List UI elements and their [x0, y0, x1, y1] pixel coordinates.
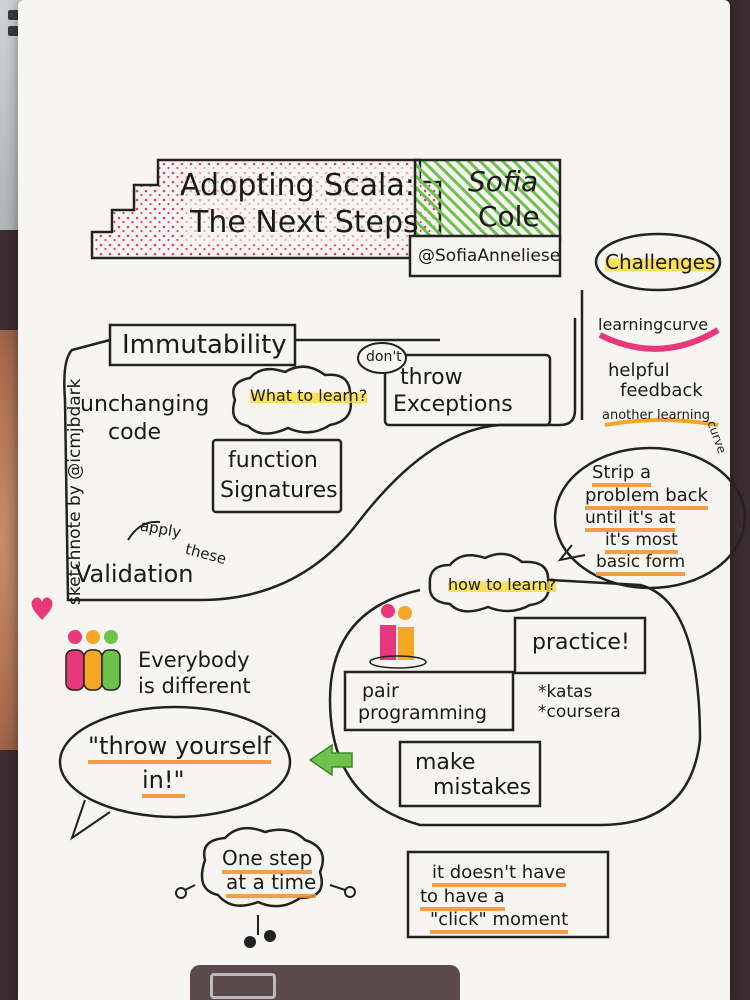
watch-buckle [210, 973, 276, 999]
one-step-label: One step [222, 846, 313, 874]
validation-label: Validation [75, 560, 194, 588]
throw-label: throw [400, 365, 463, 390]
another-learning-label: another learning [602, 408, 711, 423]
at-a-time-label: at a time [226, 870, 317, 898]
challenges-label: Challenges [605, 250, 716, 274]
everybody-label: Everybody [138, 648, 250, 672]
strip-line-5: basic form [596, 552, 686, 576]
helpful-label: helpful [608, 360, 670, 381]
in-label: in!" [142, 766, 185, 798]
katas-label: *katas [538, 682, 593, 702]
coursera-label: *coursera [538, 702, 621, 722]
is-different-label: is different [138, 674, 251, 698]
feedback-label: feedback [620, 380, 703, 401]
function-label: function [228, 448, 318, 473]
author-handle: @SofiaAnneliese [418, 246, 561, 266]
dont-label: don't [366, 349, 402, 365]
click-line-2: to have a [420, 886, 505, 911]
how-to-learn-label: how to learn? [448, 575, 557, 594]
strip-line-1: Strip a [592, 462, 652, 487]
pair-label: pair [362, 680, 399, 702]
unchanging-label: unchanging [80, 392, 210, 417]
make-label: make [415, 750, 476, 775]
throw-yourself-label: "throw yourself [88, 732, 272, 764]
author-last: Cole [478, 200, 540, 233]
click-line-1: it doesn't have [432, 862, 566, 887]
mistakes-label: mistakes [433, 775, 532, 800]
learning-curve-label: learningcurve [598, 315, 709, 334]
strip-line-2: problem back [585, 485, 708, 510]
click-line-3: "click" moment [430, 909, 569, 934]
title-line2: The Next Steps [190, 205, 419, 240]
left-region [63, 318, 577, 602]
signatures-label: Signatures [220, 478, 338, 503]
programming-label: programming [358, 702, 487, 724]
title-line1: Adopting Scala: [180, 168, 415, 203]
code-label: code [108, 420, 162, 445]
strip-line-4: it's most [605, 530, 678, 554]
exceptions-label: Exceptions [393, 392, 513, 417]
author-first: Sofia [468, 165, 539, 198]
strip-line-3: until it's at [585, 508, 676, 532]
what-to-learn-label: What to learn? [250, 386, 368, 405]
practice-label: practice! [532, 630, 630, 655]
practice-region [328, 578, 702, 827]
immutability-label: Immutability [122, 330, 287, 360]
watch-strap [190, 965, 460, 1000]
